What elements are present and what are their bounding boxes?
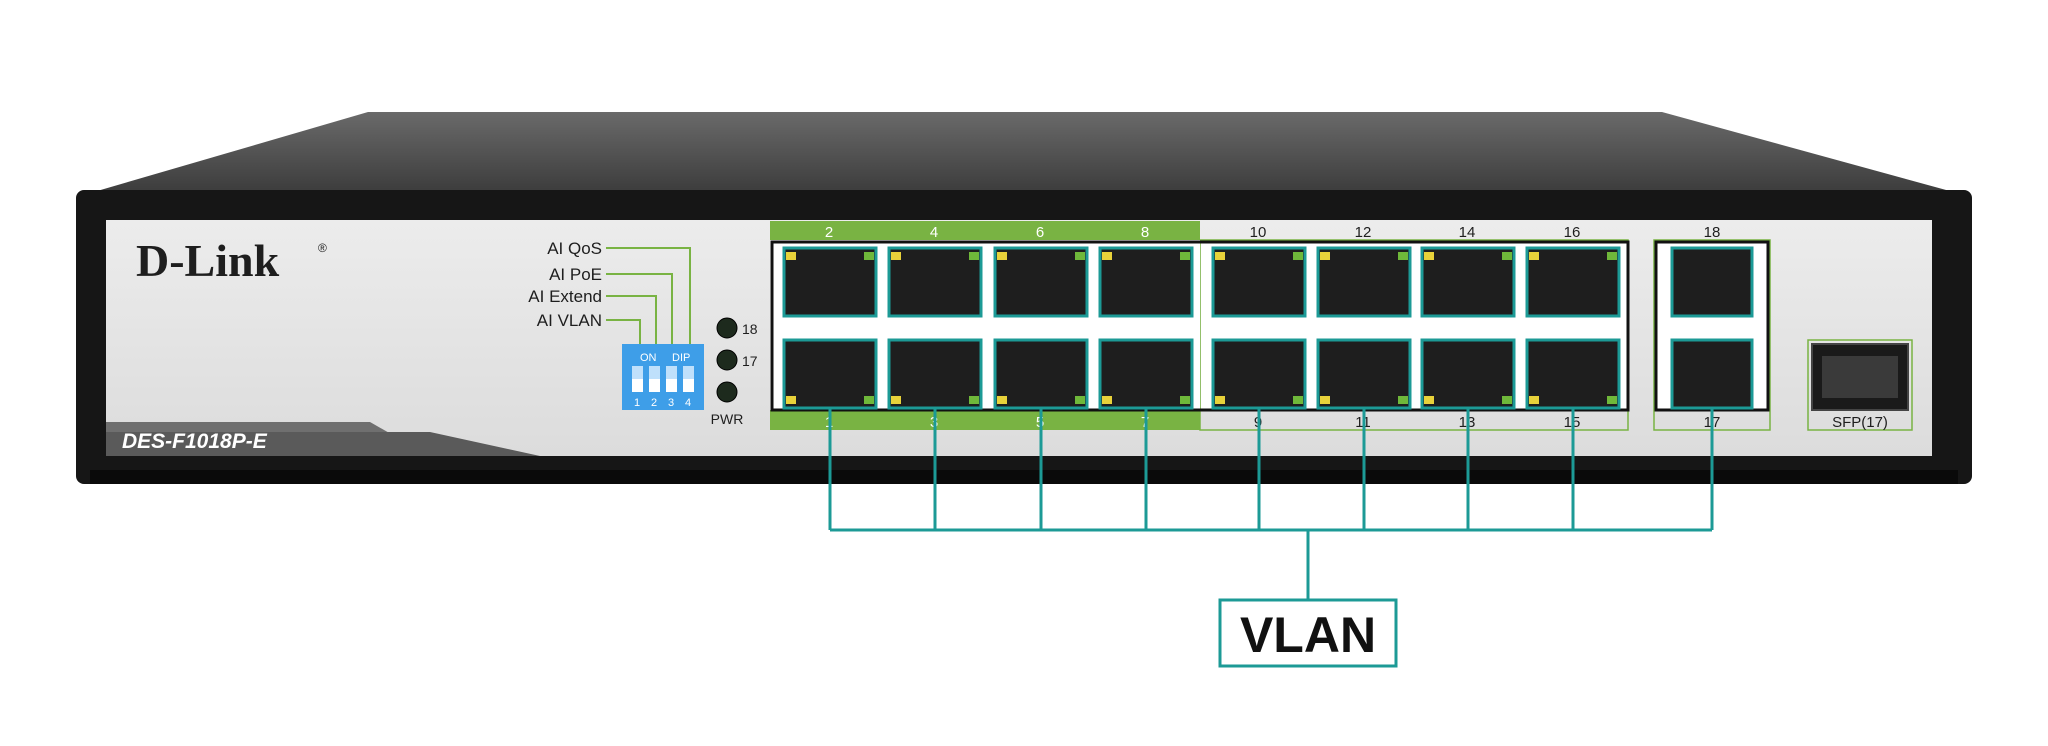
led-label-17: 17 [742, 353, 758, 369]
brand-logo: D-Link [136, 235, 280, 286]
rj45-port-7 [1098, 338, 1194, 410]
sfp-cage [1822, 356, 1898, 398]
sfp-label: SFP(17) [1832, 414, 1888, 431]
rj45-port-1 [782, 338, 878, 410]
model-label: DES-F1018P-E [122, 430, 268, 453]
poe-band-bottom [770, 410, 1200, 430]
led-label-18: 18 [742, 321, 758, 337]
rj45-port-9 [1211, 338, 1307, 410]
chassis-top [80, 112, 1968, 196]
port-number-10: 10 [1250, 224, 1267, 241]
poe-band-top [770, 221, 1200, 241]
rj45-port-5 [993, 338, 1089, 410]
led-label-pwr: PWR [711, 411, 744, 427]
rj45-port-2 [782, 246, 878, 318]
rj45-port-12 [1316, 246, 1412, 318]
port-number-4: 4 [930, 224, 938, 241]
led-17 [716, 349, 738, 371]
dip-number-1: 1 [634, 397, 640, 409]
port-number-18: 18 [1704, 224, 1721, 241]
port-number-14: 14 [1459, 224, 1476, 241]
dip-toggle-knob-1 [632, 379, 643, 392]
dip-on-label: ON [640, 352, 657, 364]
chassis-base [90, 470, 1958, 484]
dip-toggle-knob-3 [666, 379, 677, 392]
port-area-border [770, 240, 1630, 412]
dip-number-4: 4 [685, 397, 691, 409]
sfp-frame [1807, 339, 1913, 431]
rj45-port-8 [1098, 246, 1194, 318]
rj45-port-11 [1316, 338, 1412, 410]
port-number-6: 6 [1036, 224, 1044, 241]
port-number-16: 16 [1564, 224, 1581, 241]
led-18 [716, 317, 738, 339]
rj45-port-3 [887, 338, 983, 410]
dip-label-qos: AI QoS [547, 239, 602, 258]
rj45-port-6 [993, 246, 1089, 318]
dip-label-poe: AI PoE [549, 265, 602, 284]
rj45-port-14 [1420, 246, 1516, 318]
model-stripe-dark [106, 432, 540, 456]
rj45-port-18 [1670, 246, 1754, 318]
dip-number-2: 2 [651, 397, 657, 409]
dip-label-extend: AI Extend [528, 287, 602, 306]
rj45-port-15 [1525, 338, 1621, 410]
vlan-label-box [1218, 598, 1398, 668]
rj45-port-17 [1670, 338, 1754, 410]
vlan-label: VLAN [1240, 607, 1376, 663]
brand-registered-mark: ® [318, 241, 327, 255]
dip-number-3: 3 [668, 397, 674, 409]
port-number-2: 2 [825, 224, 833, 241]
dip-toggle-knob-4 [683, 379, 694, 392]
dip-toggle-knob-2 [649, 379, 660, 392]
rj45-port-10 [1211, 246, 1307, 318]
rj45-port-4 [887, 246, 983, 318]
dip-dip-label: DIP [672, 352, 690, 364]
port-number-8: 8 [1141, 224, 1149, 241]
dip-leader-lines [606, 247, 691, 344]
vlan-connection-lines [828, 408, 1714, 600]
rj45-port-16 [1525, 246, 1621, 318]
dip-label-vlan: AI VLAN [537, 311, 602, 330]
led-pwr [716, 381, 738, 403]
port-number-12: 12 [1355, 224, 1372, 241]
rj45-port-13 [1420, 338, 1516, 410]
